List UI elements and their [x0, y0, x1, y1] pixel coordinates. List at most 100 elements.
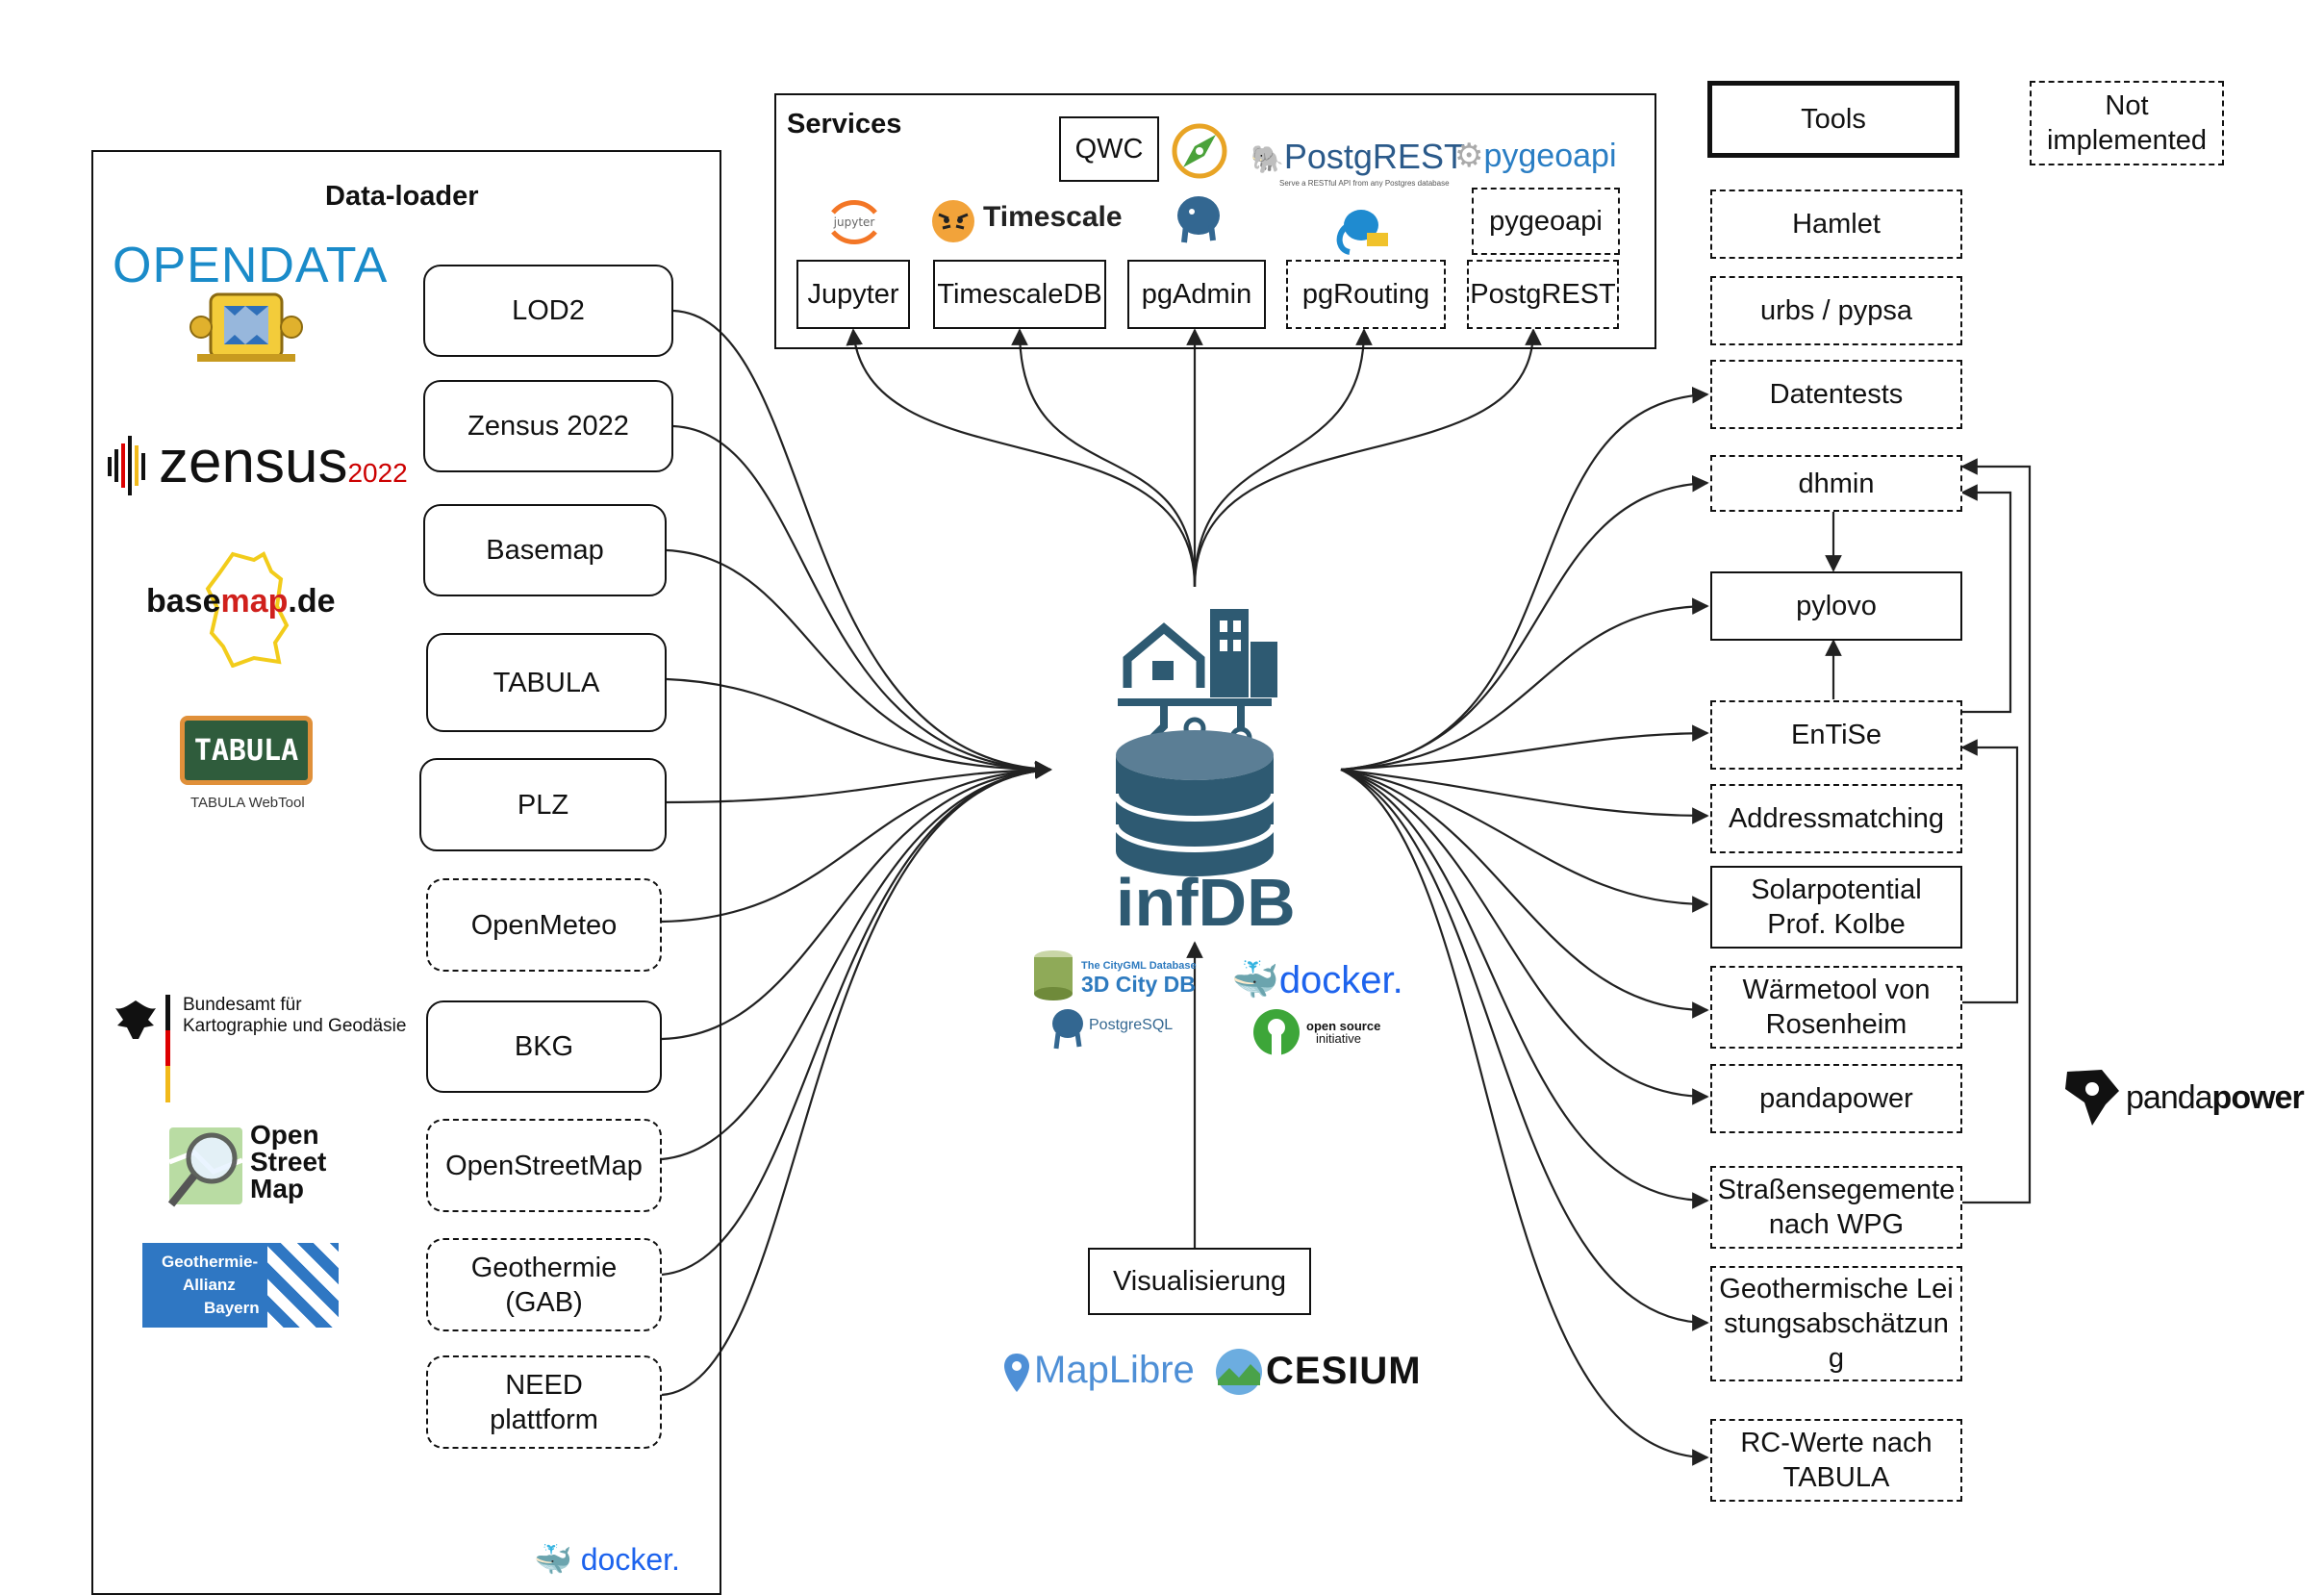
link-zensus [672, 424, 1052, 778]
service-timescaledb: TimescaleDB [933, 260, 1106, 329]
tool-pylovo: pylovo [1710, 571, 1962, 641]
timescale-tiger-icon [932, 200, 974, 242]
zensus-barcode-icon [108, 436, 145, 495]
pandapower-icon [2065, 1070, 2119, 1126]
tool-addressmatching: Addressmatching [1710, 784, 1962, 853]
services-title: Services [787, 109, 902, 139]
link-need [661, 762, 1052, 1397]
tool-entise: EnTiSe [1710, 700, 1962, 770]
basemap-logo: basemap.de [146, 583, 336, 620]
qwc-compass-icon [1172, 123, 1227, 179]
link-dhmin [1340, 474, 1709, 772]
loader-bkg: BKG [426, 1000, 662, 1093]
link-strassen-dhmin [1959, 458, 2032, 1204]
maplibre-logo: MapLibre [1034, 1349, 1195, 1391]
tool-geothermische-leistung: Geothermische Leistungsabschätzung [1710, 1266, 1962, 1381]
loader-need-plattform: NEED plattform [426, 1355, 662, 1449]
tool-urbs-pypsa: urbs / pypsa [1710, 276, 1962, 345]
tool-waermetool: Wärmetool von Rosenheim [1710, 966, 1962, 1049]
federal-eagle-icon [115, 1000, 156, 1039]
openstreetmap-magnifier-icon [167, 1127, 243, 1207]
tool-pandapower: pandapower [1710, 1064, 1962, 1133]
service-postgrest: PostgREST [1467, 260, 1619, 329]
loader-basemap: Basemap [423, 504, 667, 596]
service-jupyter: Jupyter [796, 260, 910, 329]
service-qwc: QWC [1059, 116, 1159, 182]
link-postgrest [1193, 328, 1542, 588]
link-pgrouting [1193, 328, 1373, 588]
postgresql-elephant-icon [1052, 1009, 1083, 1050]
tool-hamlet: Hamlet [1710, 190, 1962, 259]
legend-tools: Tools [1707, 81, 1959, 158]
tabula-logo: TABULA [180, 716, 313, 785]
germany-outline-icon [205, 551, 290, 668]
loader-openmeteo: OpenMeteo [426, 878, 662, 972]
tabula-caption: TABULA WebTool [190, 795, 305, 811]
bavaria-coat-of-arms-icon [189, 292, 303, 362]
link-addressmatching [1340, 768, 1709, 824]
3dcitydb-stack-icon [1034, 950, 1073, 1000]
3dcitydb-logo: 3D City DB [1081, 972, 1196, 997]
service-pgrouting: pgRouting [1286, 260, 1446, 329]
svg-text:jupyter: jupyter [833, 215, 875, 229]
maplibre-pin-icon [1004, 1354, 1029, 1392]
link-timescaledb [1011, 328, 1197, 588]
services-panel [774, 93, 1656, 349]
docker-logo-dataloader: 🐳 docker. [534, 1542, 680, 1577]
link-datentests [1340, 386, 1709, 772]
link-jupyter [846, 328, 1197, 588]
postgrest-caption: Serve a RESTful API from any Postgres da… [1279, 179, 1450, 188]
tool-strassensegemente: Straßensegemente nach WPG [1710, 1166, 1962, 1249]
visualisierung-box: Visualisierung [1088, 1248, 1311, 1315]
link-solar [1340, 768, 1709, 913]
link-entise [1340, 724, 1709, 772]
3dcitydb-caption: The CityGML Database [1081, 960, 1197, 972]
postgrest-logo: 🐘PostgREST [1250, 137, 1465, 176]
loader-openstreetmap: OpenStreetMap [426, 1119, 662, 1212]
pgrouting-elephant-icon [1336, 210, 1388, 255]
link-waermetool [1340, 768, 1709, 1019]
loader-plz: PLZ [419, 758, 667, 851]
link-pandapower [1340, 768, 1709, 1105]
loader-geothermie-gab: Geothermie (GAB) [426, 1238, 662, 1331]
timescale-logo: Timescale [983, 201, 1123, 233]
link-entise-dhmin [1959, 484, 2012, 714]
jupyter-icon: jupyter [831, 200, 877, 244]
cesium-globe-icon [1216, 1349, 1262, 1395]
loader-tabula: TABULA [426, 633, 667, 732]
link-basemap [666, 548, 1052, 778]
link-geothermisch [1340, 768, 1709, 1331]
pygeoapi-logo: ⚙pygeoapi [1454, 138, 1617, 174]
tool-datentests: Datentests [1710, 360, 1962, 429]
link-lod2 [672, 309, 1052, 778]
service-pygeoapi: pygeoapi [1472, 188, 1620, 255]
legend-not-implemented: Not implemented [2030, 81, 2224, 165]
loader-zensus-2022: Zensus 2022 [423, 380, 673, 472]
infdb-title: infDB [1116, 865, 1296, 940]
link-waermetool-entise [1959, 739, 2019, 1004]
infdb-database-icon [1113, 609, 1277, 876]
pgadmin-elephant-icon [1177, 196, 1220, 243]
link-strassen [1340, 768, 1709, 1209]
link-plz [666, 761, 1052, 804]
legend-not-implemented-label: Not implemented [2046, 90, 2208, 156]
tool-solarpotential: Solarpotential Prof. Kolbe [1710, 866, 1962, 949]
link-tabula [666, 677, 1052, 778]
tool-rc-werte: RC-Werte nach TABULA [1710, 1419, 1962, 1502]
link-bkg [661, 761, 1052, 1041]
osi-keyhole-icon [1253, 1009, 1300, 1058]
data-loader-title: Data-loader [325, 181, 479, 212]
tool-dhmin: dhmin [1710, 455, 1962, 512]
zensus-logo: zensus2022 [159, 429, 408, 495]
link-rcwerte [1340, 769, 1709, 1466]
docker-logo-center: 🐳docker. [1231, 959, 1403, 1001]
german-flag-stripe [165, 995, 170, 1102]
service-pgadmin: pgAdmin [1127, 260, 1266, 329]
loader-lod2: LOD2 [423, 265, 673, 357]
legend-tools-label: Tools [1801, 104, 1866, 135]
